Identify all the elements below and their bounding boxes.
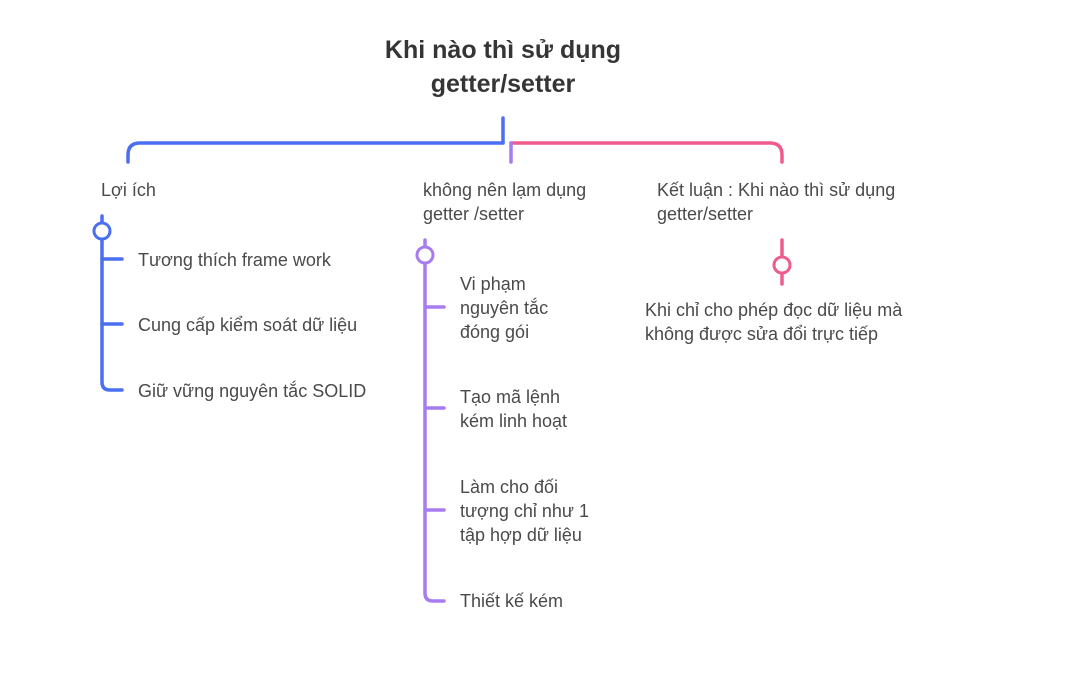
- conclusion-item[interactable]: Khi chỉ cho phép đọc dữ liệu mà không đư…: [645, 298, 902, 346]
- avoid-item-4-line-1: Thiết kế kém: [460, 591, 564, 611]
- conclusion-label-line-1: Kết luận : Khi nào thì sử dụng: [657, 180, 896, 200]
- conclusion-branch-label[interactable]: Kết luận : Khi nào thì sử dụng getter/se…: [657, 178, 895, 226]
- benefits-connector: [126, 141, 505, 164]
- conclusion-connector: [509, 141, 784, 164]
- avoid-item-1-line-2: nguyên tắc: [460, 298, 549, 318]
- avoid-item-3-line-3: tập hợp dữ liệu: [460, 525, 582, 545]
- avoid-label-line-2: getter /setter: [423, 204, 525, 224]
- conclusion-node-icon[interactable]: [772, 255, 792, 275]
- benefits-item-2[interactable]: Cung cấp kiểm soát dữ liệu: [138, 315, 358, 335]
- avoid-item-1-line-1: Vi phạm: [460, 274, 526, 294]
- benefits-spine: [100, 238, 124, 392]
- mindmap-root-title[interactable]: Khi nào thì sử dụng getter/setter: [330, 33, 676, 101]
- avoid-spine: [423, 262, 446, 603]
- avoid-branch-label[interactable]: không nên lạm dụng getter /setter: [423, 178, 586, 226]
- benefits-item-3[interactable]: Giữ vững nguyên tắc SOLID: [138, 381, 367, 401]
- conclusion-item-line-1: Khi chỉ cho phép đọc dữ liệu mà: [645, 300, 903, 320]
- avoid-item-2-line-1: Tạo mã lệnh: [460, 387, 561, 407]
- title-line-1: Khi nào thì sử dụng: [384, 36, 622, 64]
- benefits-item-1[interactable]: Tương thích frame work: [138, 250, 331, 270]
- avoid-node-icon[interactable]: [415, 245, 435, 265]
- title-line-2: getter/setter: [430, 70, 576, 98]
- avoid-item-3[interactable]: Làm cho đối tượng chỉ như 1 tập hợp dữ l…: [460, 475, 589, 547]
- avoid-item-2-line-2: kém linh hoạt: [460, 411, 568, 431]
- benefits-node-icon[interactable]: [92, 221, 112, 241]
- conclusion-item-line-2: không được sửa đổi trực tiếp: [645, 324, 879, 344]
- avoid-item-3-line-2: tượng chỉ như 1: [460, 501, 589, 521]
- benefits-branch-label[interactable]: Lợi ích: [101, 180, 156, 200]
- avoid-label-line-1: không nên lạm dụng: [423, 180, 587, 200]
- avoid-item-3-line-1: Làm cho đối: [460, 477, 559, 497]
- avoid-item-2[interactable]: Tạo mã lệnh kém linh hoạt: [460, 385, 567, 433]
- avoid-item-1-line-3: đóng gói: [460, 322, 530, 342]
- avoid-item-1[interactable]: Vi phạm nguyên tắc đóng gói: [460, 272, 548, 344]
- avoid-item-4[interactable]: Thiết kế kém: [460, 589, 563, 613]
- conclusion-label-line-2: getter/setter: [657, 204, 754, 224]
